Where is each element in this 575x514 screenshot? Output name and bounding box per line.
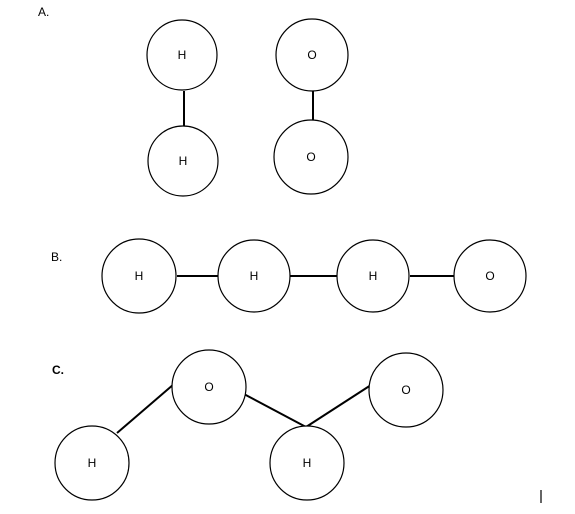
section-a-atom-3: O <box>275 18 349 92</box>
section-b-atom-4: O <box>453 239 527 313</box>
section-a-atom-3-label: O <box>307 48 316 62</box>
section-b-atom-4-label: O <box>485 269 494 283</box>
section-b-atom-1-label: H <box>135 269 144 283</box>
section-b-atom-3-label: H <box>369 269 378 283</box>
section-b-atom-3: H <box>336 239 410 313</box>
section-b-label: B. <box>51 250 62 264</box>
section-c-atom-4: O <box>368 352 444 428</box>
section-c-bond-1 <box>116 383 175 434</box>
section-a-atom-2-label: H <box>179 154 188 168</box>
section-c-atom-3: H <box>269 425 345 501</box>
section-b-atom-2: H <box>217 239 291 313</box>
section-c-atom-2-label: O <box>204 380 213 394</box>
section-c-atom-2: O <box>171 349 247 425</box>
section-c-atom-3-label: H <box>303 456 312 470</box>
section-a-atom-1-label: H <box>178 48 187 62</box>
section-c-bond-2 <box>241 392 307 428</box>
section-c-atom-1-label: H <box>88 456 97 470</box>
section-a-label: A. <box>38 5 49 19</box>
section-c-atom-4-label: O <box>401 383 410 397</box>
section-a-atom-1: H <box>146 19 218 91</box>
section-c-label: C. <box>52 363 64 377</box>
section-c-atom-1: H <box>54 425 130 501</box>
section-a-atom-2: H <box>147 125 219 197</box>
section-b-atom-1: H <box>101 238 177 314</box>
section-b-atom-2-label: H <box>250 269 259 283</box>
section-a-atom-4-label: O <box>306 150 315 164</box>
section-c-bond-3 <box>305 384 372 428</box>
section-a-atom-4: O <box>273 119 349 195</box>
